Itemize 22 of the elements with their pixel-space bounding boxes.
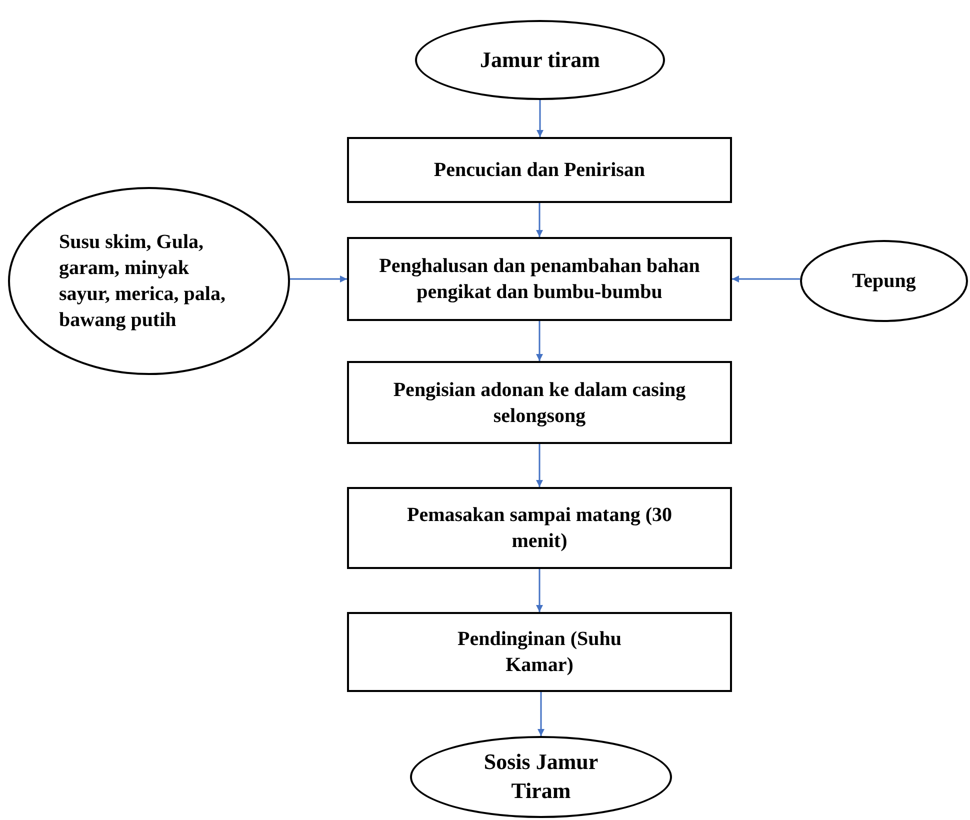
node-label: Pemasakan sampai matang (30 menit) <box>406 503 673 554</box>
node-label: Pengisian adonan ke dalam casing selongsong <box>392 378 687 428</box>
arrow <box>536 203 543 237</box>
node-label: Jamur tiram <box>480 46 600 74</box>
process-box <box>347 612 732 692</box>
node-label: Sosis Jamur Tiram <box>482 748 600 805</box>
node-label: Penghalusan dan penambahan bahan pengikat dan bumbu-bumbu <box>378 254 701 305</box>
process-box <box>347 237 732 321</box>
process-box <box>347 137 732 203</box>
arrow <box>536 569 543 612</box>
arrow <box>536 444 543 487</box>
arrow <box>536 321 543 361</box>
node-label: Tepung <box>852 269 916 294</box>
node-label: Susu skim, Gula, garam, minyak sayur, merica, pala, bawang putih <box>59 230 226 333</box>
process-box <box>347 361 732 444</box>
node-label: Pendinginan (Suhu Kamar) <box>456 627 622 678</box>
process-box <box>347 487 732 569</box>
node-label: Pencucian dan Penirisan <box>434 158 646 183</box>
arrow <box>536 100 544 137</box>
arrow <box>290 276 347 282</box>
arrow <box>732 276 800 282</box>
arrow <box>538 692 544 736</box>
